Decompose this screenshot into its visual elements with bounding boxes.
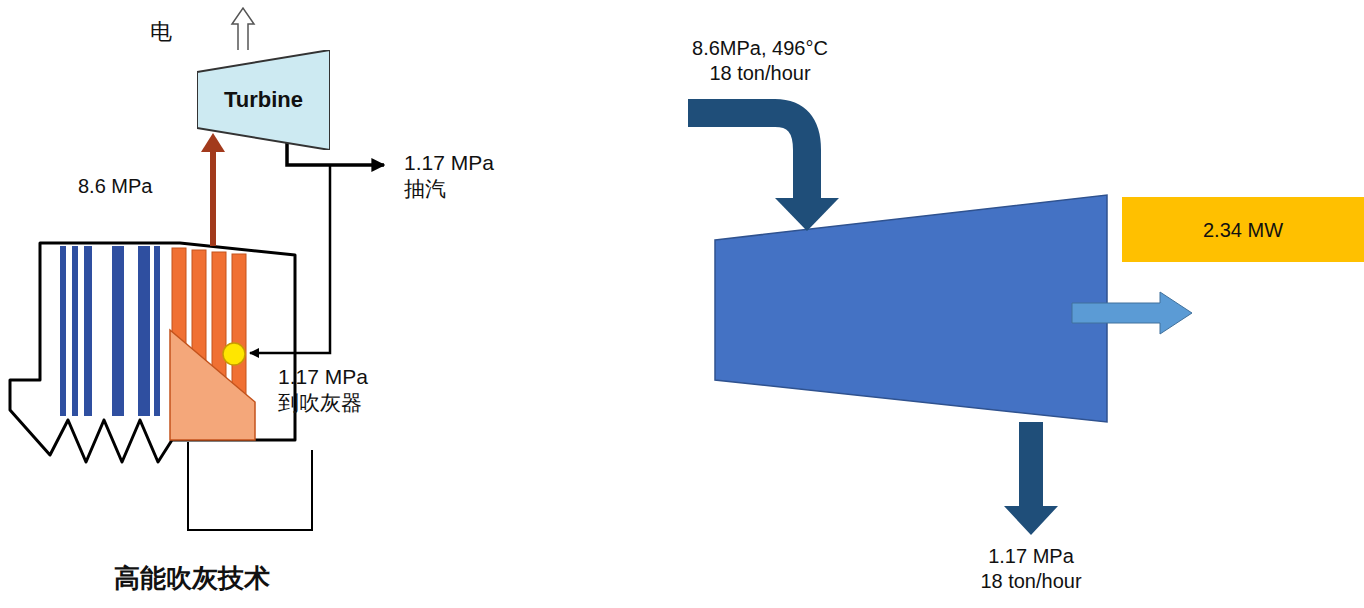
turbine-box: Turbine [197,50,330,150]
turbine-label: Turbine [224,87,303,113]
main-steam-arrowhead [201,133,225,152]
power-output-arrow [1072,292,1192,334]
economizer-tubes [60,246,160,416]
figure-caption: 高能吹灰技术 [114,562,270,595]
power-arrow [232,8,254,50]
main-steam-arrow [210,150,216,246]
furnace-nose [170,330,255,440]
outlet-arrow [1004,422,1058,535]
power-symbol: 电 [150,18,172,46]
inlet-steam-label: 8.6MPa, 496°C 18 ton/hour [692,36,829,86]
pressure-label: 8.6 MPa [78,174,152,199]
power-output-box: 2.34 MW [1122,197,1364,262]
turbine-shape [197,50,330,150]
return-line [188,442,312,530]
turbine-body [715,195,1107,422]
outlet-steam-label: 1.17 MPa 18 ton/hour [980,544,1083,594]
extraction-label: 1.17 MPa 抽汽 [404,150,516,203]
power-value: 2.34 MW [1203,218,1283,242]
soot-blower-point [223,343,245,365]
soot-blower-label: 1.17 MPa 到吹灰器 [278,364,396,417]
inlet-arrow [688,113,807,200]
soot-blower-line [250,165,330,353]
inlet-arrowhead [775,198,839,231]
